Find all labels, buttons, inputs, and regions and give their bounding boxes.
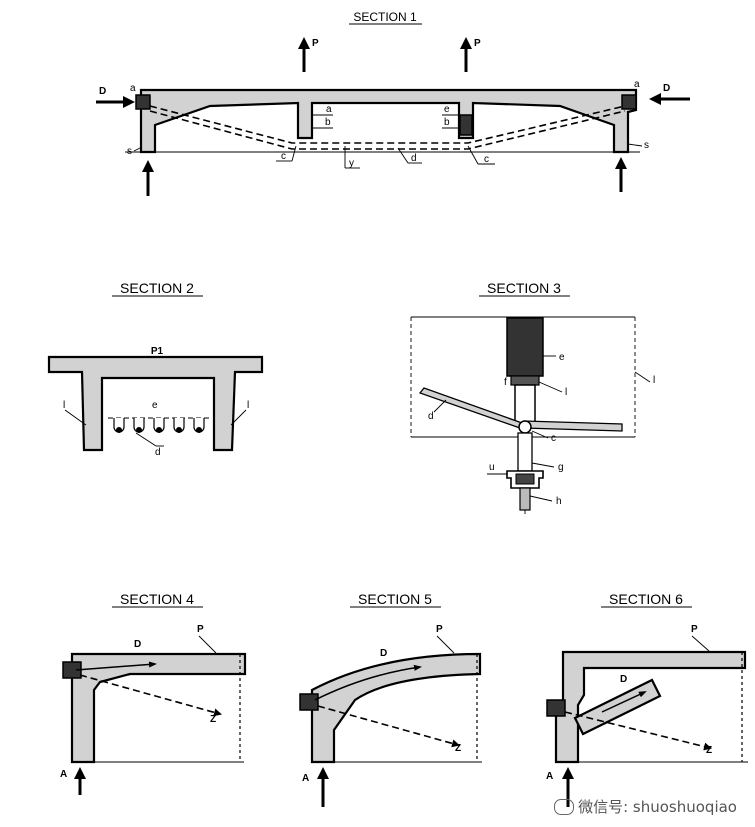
section-3: SECTION 3 e l l f d c g [410,280,655,514]
s1-label-p-right: P [474,38,481,49]
svg-text:u: u [489,462,495,473]
svg-text:c: c [484,154,489,165]
svg-text:e: e [152,400,158,411]
section-5-title: SECTION 5 [358,591,432,607]
svg-text:a: a [634,79,640,90]
svg-text:A: A [302,773,309,784]
svg-text:y: y [349,158,354,169]
svg-text:A: A [546,771,553,782]
wechat-icon [554,798,575,815]
svg-text:A: A [60,769,67,780]
svg-text:e: e [444,104,450,115]
svg-text:Z: Z [455,743,461,754]
s1-anchor-left [135,94,151,110]
svg-text:c: c [281,151,286,162]
s4-beam [70,652,247,764]
section-1: SECTION 1 P P D D a a a b e b [96,10,690,196]
section-2: SECTION 2 P1 e l l d [47,280,264,458]
s5-anchor [299,693,319,711]
s3-rod [514,384,536,424]
s1-beam [139,88,638,154]
svg-text:s: s [127,146,132,157]
s6-cable [564,711,712,751]
svg-text:P: P [197,624,204,635]
svg-text:l: l [247,400,249,411]
section-5: SECTION 5 A D P Z [299,591,482,807]
s2-label-p1: P1 [151,346,164,357]
svg-text:g: g [558,462,564,473]
svg-text:l: l [653,375,655,386]
section-4-title: SECTION 4 [120,591,194,607]
svg-text:l: l [63,400,65,411]
svg-text:a: a [326,104,332,115]
svg-text:b: b [444,117,450,128]
watermark: 微信号: shuoshuoqiao [554,796,737,817]
s6-frame [554,650,747,764]
svg-text:a: a [130,83,136,94]
svg-text:D: D [134,639,141,650]
svg-text:d: d [155,447,161,458]
s4-cable [79,674,222,717]
svg-text:f: f [504,377,507,388]
s1-label-d-left: D [99,86,106,97]
svg-text:P: P [436,624,443,635]
s1-cable-2 [149,110,626,150]
svg-text:P: P [691,624,698,635]
section-3-title: SECTION 3 [487,280,561,296]
section-6-title: SECTION 6 [609,591,683,607]
svg-text:l: l [565,387,567,398]
s2-box-girder [47,355,264,452]
svg-text:D: D [620,674,627,685]
s5-beam [310,652,482,764]
svg-text:h: h [556,496,562,507]
svg-text:s: s [644,140,649,151]
section-4: SECTION 4 A D P Z [60,591,247,795]
watermark-text: 微信号: shuoshuoqiao [578,798,737,816]
s6-anchor [546,699,566,717]
svg-text:e: e [559,352,565,363]
s3-pin [518,420,532,434]
svg-text:D: D [380,648,387,659]
s6-strut [573,678,662,736]
svg-text:b: b [325,117,331,128]
s1-label-d-right: D [663,83,670,94]
svg-text:d: d [428,411,434,422]
s1-anchor-right [621,94,637,110]
section-1-title: SECTION 1 [353,10,417,24]
section-6: SECTION 6 A D P Z [546,591,748,807]
svg-text:d: d [411,153,417,164]
svg-text:Z: Z [706,745,712,756]
svg-text:Z: Z [210,714,216,725]
svg-text:c: c [551,433,556,444]
s1-cable-1 [149,105,626,144]
s2-cables [108,417,210,433]
s1-label-p-left: P [312,38,319,49]
s3-strut [418,387,523,429]
s3-column [506,317,544,377]
section-2-title: SECTION 2 [120,280,194,296]
s5-cable [317,705,460,748]
